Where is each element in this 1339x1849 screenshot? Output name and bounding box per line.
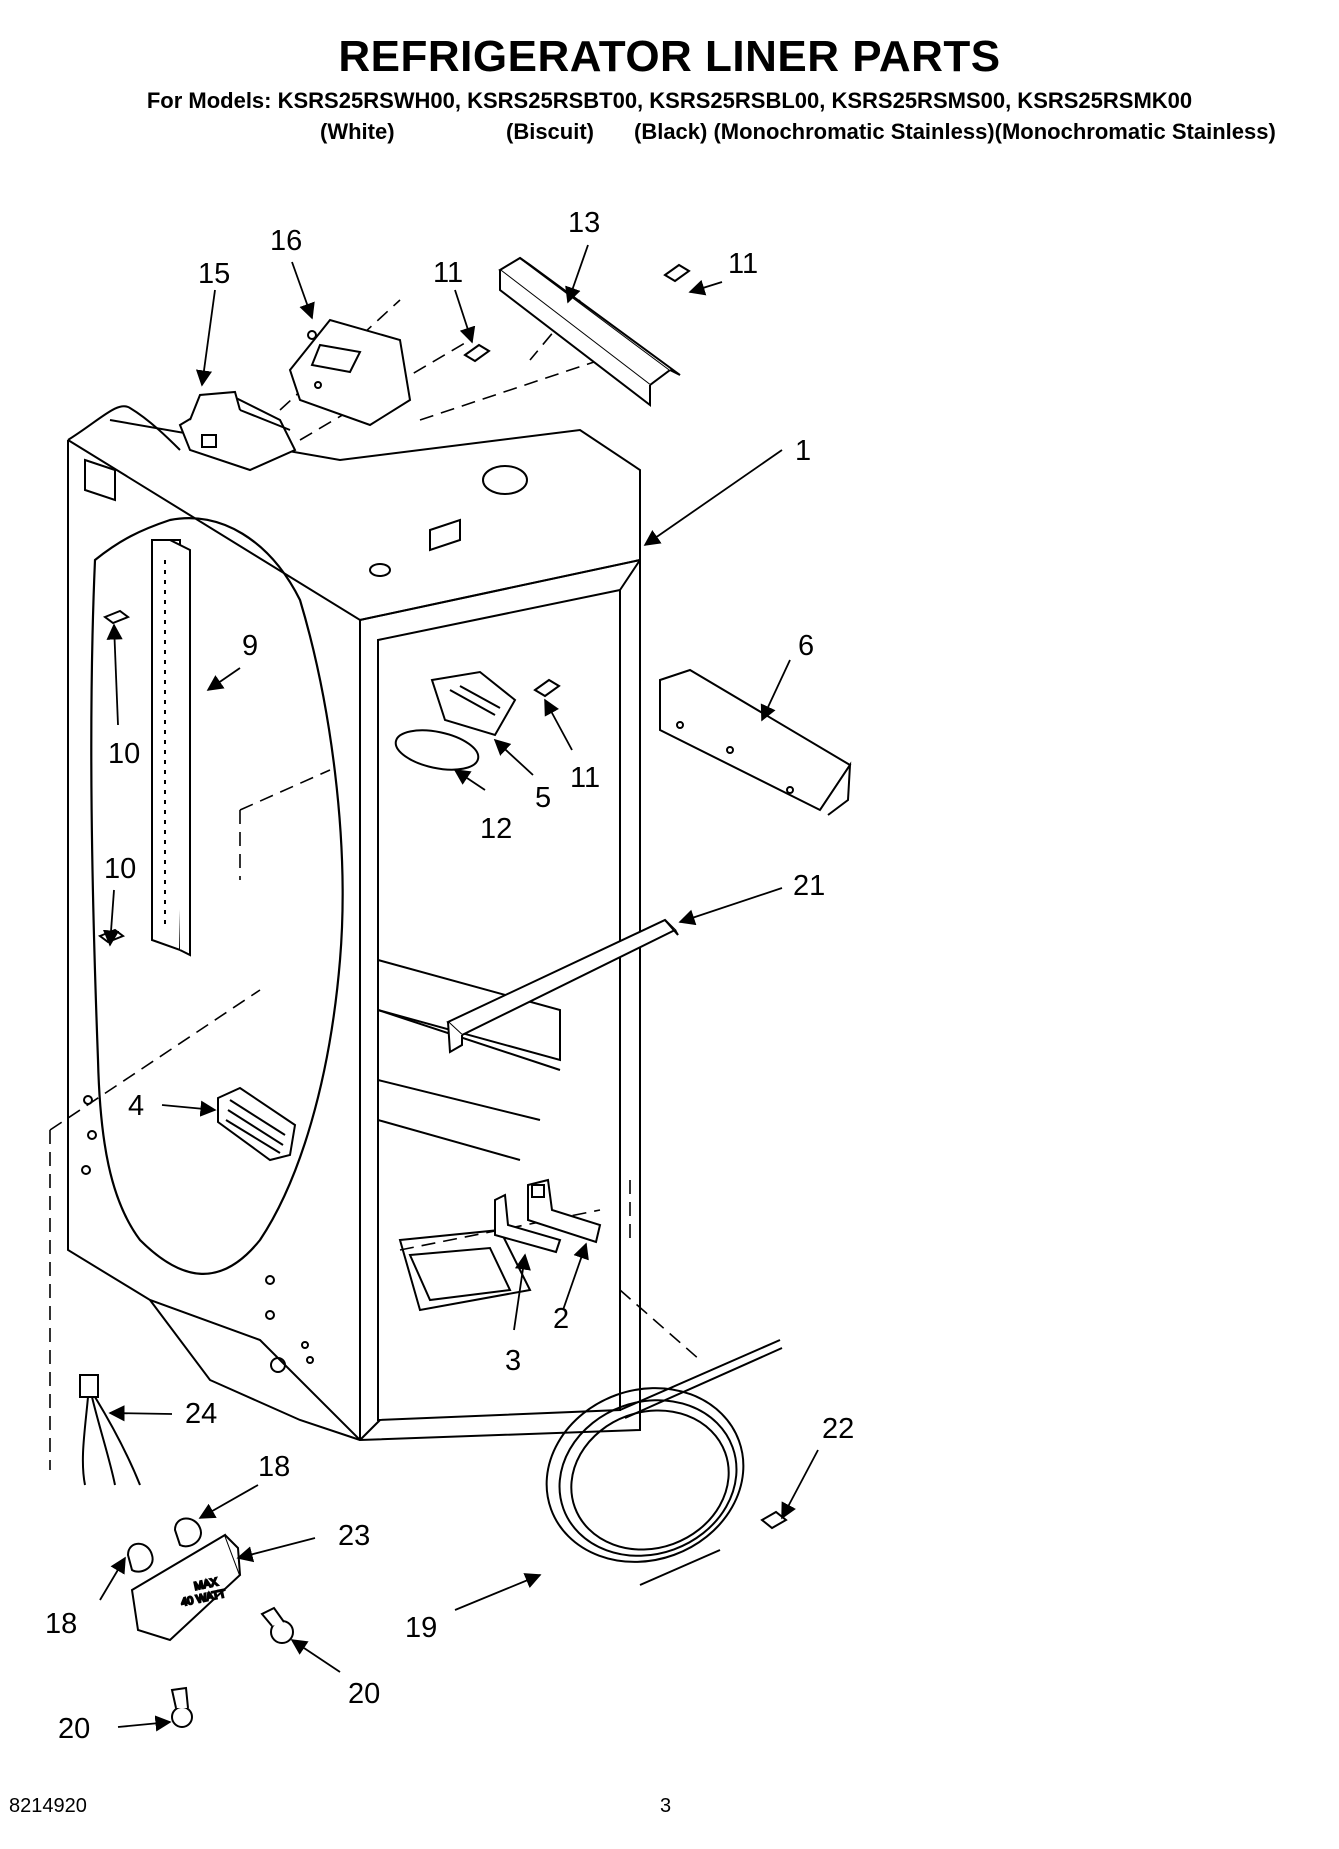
callout-11-middle: 11 xyxy=(570,762,600,794)
callout-labels: 1 2 3 4 5 6 9 10 10 11 11 11 12 13 15 16… xyxy=(45,207,854,1745)
callout-9: 9 xyxy=(242,630,258,662)
callout-6: 6 xyxy=(798,630,814,662)
part-4-grille xyxy=(217,1086,297,1162)
callout-20-left: 20 xyxy=(58,1713,90,1745)
callout-19: 19 xyxy=(405,1612,437,1644)
callout-11-top-left: 11 xyxy=(433,257,463,289)
part-6-cover xyxy=(659,668,852,816)
callout-2: 2 xyxy=(553,1303,569,1335)
part-20-bulbs xyxy=(170,1606,294,1728)
callout-13: 13 xyxy=(568,207,600,239)
callout-24: 24 xyxy=(185,1398,217,1430)
callout-20-right: 20 xyxy=(348,1678,380,1710)
part-21-cover-strip xyxy=(446,918,679,1054)
part-2-bracket xyxy=(527,1178,602,1244)
callout-10-upper: 10 xyxy=(108,738,140,770)
callout-4: 4 xyxy=(128,1090,144,1122)
models-line: For Models: KSRS25RSWH00, KSRS25RSBT00, … xyxy=(146,88,1193,113)
part-19-tubing-coil xyxy=(545,1339,783,1586)
part-11-screws xyxy=(463,263,691,698)
document-number: 8214920 xyxy=(9,1795,87,1817)
page-number: 3 xyxy=(660,1795,672,1817)
callout-15: 15 xyxy=(198,258,230,290)
callout-1: 1 xyxy=(795,435,811,467)
callout-23: 23 xyxy=(338,1520,370,1552)
page-title: REFRIGERATOR LINER PARTS xyxy=(338,32,1001,81)
part-16-bracket xyxy=(288,318,412,427)
callout-11-top-right: 11 xyxy=(728,248,758,280)
leader-arrows xyxy=(99,244,819,1732)
part-9-shelf-rail xyxy=(151,539,191,957)
callout-3: 3 xyxy=(505,1345,521,1377)
part-18-clips xyxy=(126,1517,202,1573)
callout-10-lower: 10 xyxy=(104,853,136,885)
part-5-light-socket xyxy=(430,670,517,737)
part-22-screw xyxy=(760,1510,788,1530)
callout-16: 16 xyxy=(270,225,302,257)
callout-18-upper: 18 xyxy=(258,1451,290,1483)
part-15-control-housing xyxy=(178,390,297,472)
callout-5: 5 xyxy=(535,782,551,814)
part-13-trim xyxy=(498,256,681,408)
refrigerator-liner xyxy=(67,405,641,1442)
callout-22: 22 xyxy=(822,1413,854,1445)
assembly-guide-lines xyxy=(49,299,701,1470)
callout-21: 21 xyxy=(793,870,825,902)
part-24-wiring-harness xyxy=(79,1374,141,1486)
color-label-white: (White) xyxy=(320,119,395,144)
color-label-biscuit: (Biscuit) xyxy=(506,119,594,144)
part-3-bracket xyxy=(494,1193,562,1254)
part-12-lens xyxy=(394,729,480,771)
color-label-others: (Black) (Monochromatic Stainless)(Monoch… xyxy=(634,119,1276,144)
callout-18-lower: 18 xyxy=(45,1608,77,1640)
callout-12: 12 xyxy=(480,813,512,845)
